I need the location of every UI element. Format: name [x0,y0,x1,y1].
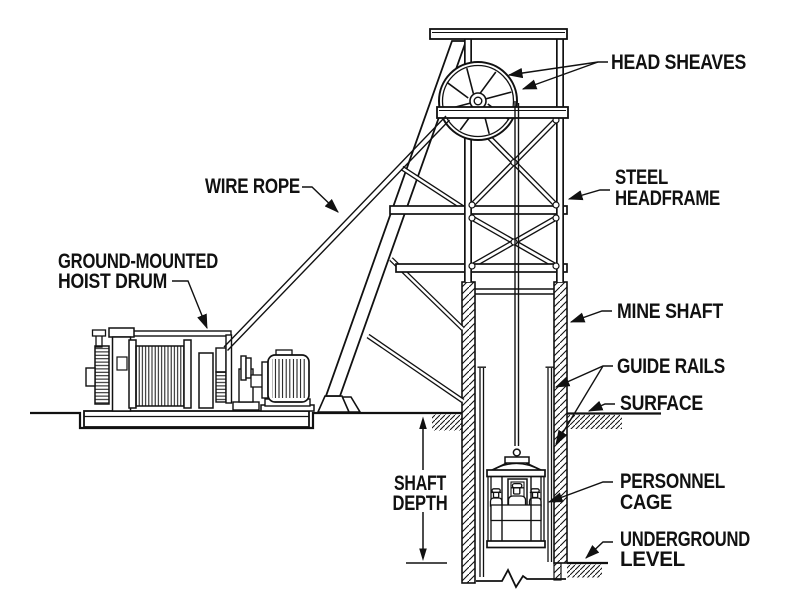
sheave-deck-beam [436,106,569,119]
leader-personnel-cage [547,481,613,503]
leader-steel-headframe [567,189,610,201]
guide-rail-right [545,366,554,562]
label-guide-rails: GUIDE RAILS [617,355,725,378]
shaft-depth-dimension [406,416,447,564]
cage-bottom-rail [486,540,546,549]
leader-hoist-drum [172,280,208,330]
leg-foot [316,395,351,413]
dim-arrow-down [419,548,427,561]
ground-surface [30,411,661,578]
label-wire-rope: WIRE ROPE [205,175,300,198]
sling-crossbar [504,456,530,464]
label-hoist-drum-1: GROUND-MOUNTED [58,250,218,273]
guide-rails [477,366,554,577]
horizontal-beam-upper [389,205,568,215]
rope-hook [512,448,521,457]
surface-hatch-right [567,415,622,429]
cage-posts [501,476,532,542]
electric-motor [260,349,315,412]
label-steel-headframe-2: HEADFRAME [615,187,720,210]
label-shaft-depth-2: DEPTH [393,492,448,515]
leader-wire-rope [302,186,339,213]
label-personnel-cage-1: PERSONNEL [620,470,725,493]
leader-surface [587,400,615,412]
wire-rope-vertical [514,101,520,446]
shaft-wall-right-lower [553,562,562,581]
leader-guide-rails-2 [555,365,604,446]
hoist-drum [128,339,192,409]
miner-right [528,488,542,507]
label-hoist-drum-2: HOIST DRUM [58,270,167,293]
label-underground-level-2: LEVEL [620,548,685,571]
top-cap-beam [429,28,568,40]
base-plate [83,410,310,428]
shaft-wall-right [553,281,568,564]
surface-line-left [30,411,462,430]
miner-middle [507,482,527,507]
head-sheave [438,61,518,141]
miner-left [489,488,503,507]
label-personnel-cage-2: CAGE [620,491,672,514]
coupling [232,355,264,411]
wire-rope-incline-1 [223,115,447,348]
underground-hatch [567,564,602,578]
leader-mine-shaft [569,310,612,323]
tie-rod [119,330,232,337]
miners [489,482,542,507]
brake-stand [198,352,214,409]
label-mine-shaft: MINE SHAFT [617,300,723,323]
label-surface: SURFACE [620,392,703,415]
personnel-cage [486,456,546,549]
leg-braces [366,165,467,404]
surface-hatch-left [432,414,462,431]
dim-arrow-up [419,416,427,429]
wire-rope-incline-2 [226,119,451,351]
pinion-gear [215,347,227,403]
leader-lines [172,61,615,559]
leader-underground-level [585,541,613,559]
guide-rail-left [477,366,486,577]
headframe-back-leg [316,40,468,413]
reduction-gear [85,329,110,405]
hoist-drum-assembly [83,327,315,428]
label-shaft-depth-1: SHAFT [394,472,446,495]
wire-rope [223,101,521,457]
label-underground-level-1: UNDERGROUND [620,528,750,551]
cage-half-wall [490,504,542,522]
bearing-pedestal [108,327,135,412]
labels: HEAD SHEAVES STEEL HEADFRAME WIRE ROPE G… [58,51,750,571]
cage-top-rail [486,469,546,478]
shaft-bottom-break-line [476,568,566,589]
leader-head-sheaves-2 [521,61,599,90]
label-steel-headframe-1: STEEL [615,166,668,189]
frame-plate [225,334,233,404]
horizontal-beam-lower [395,263,568,273]
label-head-sheaves: HEAD SHEAVES [611,51,746,74]
